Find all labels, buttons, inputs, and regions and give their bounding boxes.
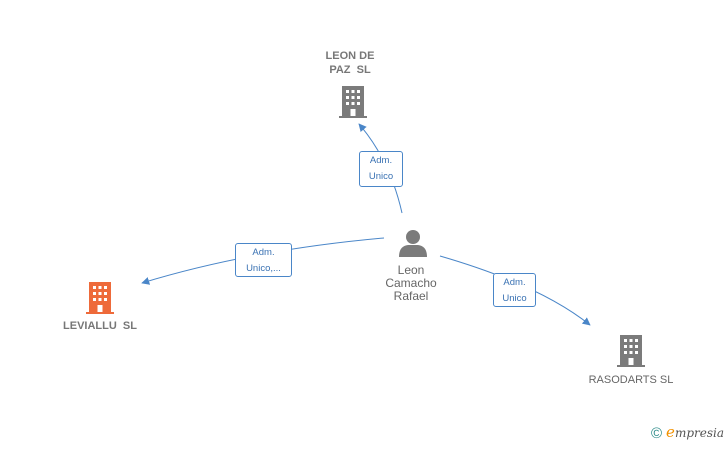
building-icon[interactable] [615, 334, 647, 368]
company-label-leviallu[interactable]: LEVIALLU SL [63, 320, 137, 332]
brand-logo-text: mpresia [674, 426, 724, 440]
copyright-icon: © [650, 425, 663, 442]
company-label-leon-de-paz[interactable]: LEON DE PAZ SL [325, 50, 375, 76]
brand-footer: ©empresia [651, 423, 724, 442]
building-icon[interactable] [84, 281, 116, 315]
edge-label-adm-unico-leviallu[interactable]: Adm. Unico,... [235, 243, 292, 277]
person-icon[interactable] [398, 228, 428, 258]
edge-label-adm-unico-leon-de-paz[interactable]: Adm. Unico [359, 151, 403, 187]
company-label-rasodarts[interactable]: RASODARTS SL [588, 374, 674, 386]
building-icon[interactable] [337, 85, 369, 119]
brand-logo-e: e [666, 423, 675, 441]
edge-label-adm-unico-rasodarts[interactable]: Adm. Unico [493, 273, 536, 307]
person-label[interactable]: Leon Camacho Rafael [385, 263, 437, 303]
